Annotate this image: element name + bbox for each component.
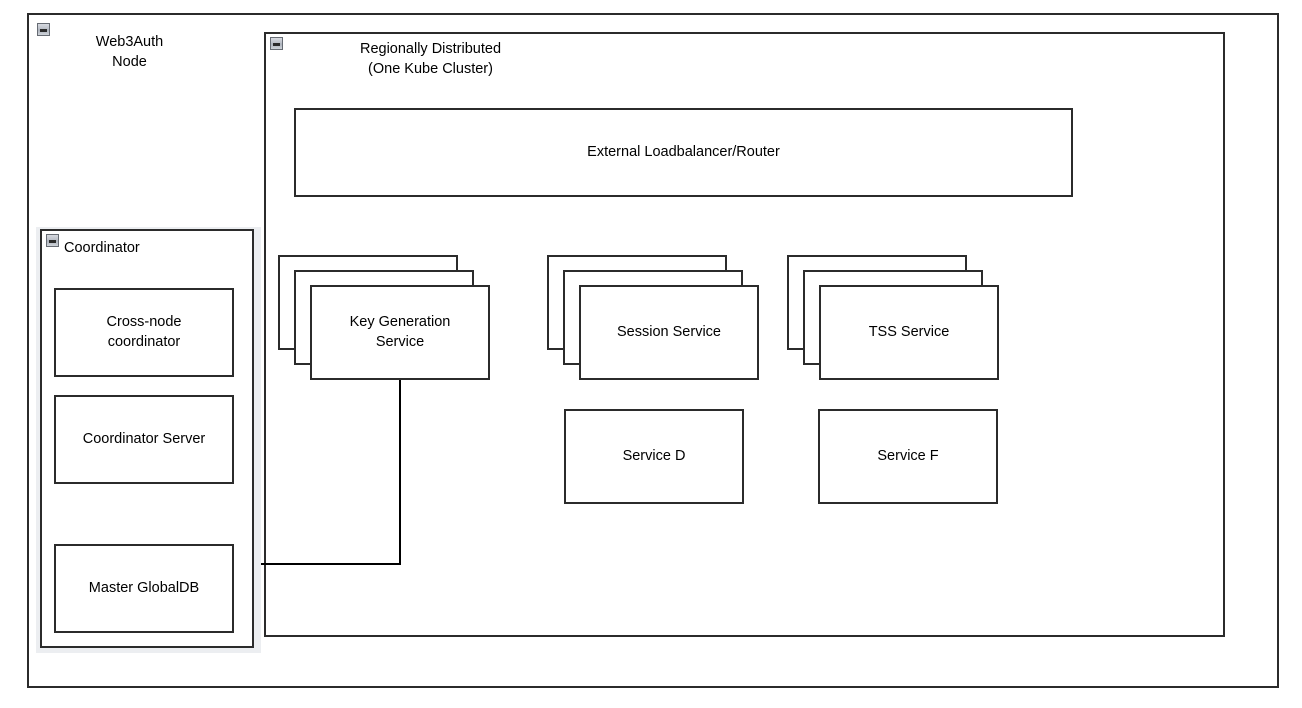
collapse-minus-icon[interactable] bbox=[46, 234, 59, 247]
stacked-service-key-generation[interactable]: Key Generation Service bbox=[278, 255, 490, 380]
stack-layer-front[interactable]: Key Generation Service bbox=[310, 285, 490, 380]
service-f-box[interactable]: Service F bbox=[818, 409, 998, 504]
master-globaldb-box[interactable]: Master GlobalDB bbox=[54, 544, 234, 633]
cross-node-coordinator-box[interactable]: Cross-node coordinator bbox=[54, 288, 234, 377]
coordinator-server-box[interactable]: Coordinator Server bbox=[54, 395, 234, 484]
collapse-minus-icon[interactable] bbox=[270, 37, 283, 50]
external-loadbalancer-box[interactable]: External Loadbalancer/Router bbox=[294, 108, 1073, 197]
stack-layer-front[interactable]: Session Service bbox=[579, 285, 759, 380]
connector-vertical-segment bbox=[399, 380, 401, 565]
service-d-box[interactable]: Service D bbox=[564, 409, 744, 504]
stack-layer-front[interactable]: TSS Service bbox=[819, 285, 999, 380]
collapse-minus-icon[interactable] bbox=[37, 23, 50, 36]
connector-horizontal-segment bbox=[245, 563, 401, 565]
stacked-service-session[interactable]: Session Service bbox=[547, 255, 759, 380]
stacked-service-tss[interactable]: TSS Service bbox=[787, 255, 999, 380]
